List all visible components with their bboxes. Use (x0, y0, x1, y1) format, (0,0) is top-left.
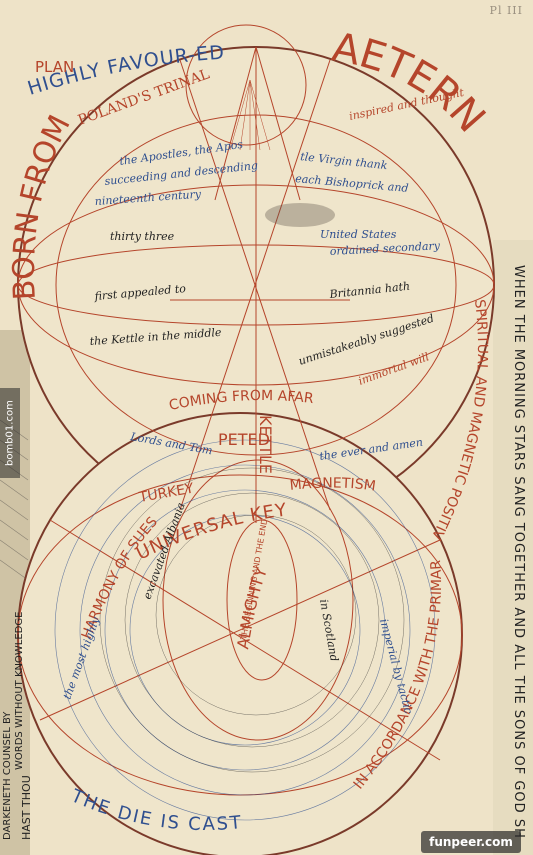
plate-number: Pl III (489, 4, 523, 17)
upper-red-lines (17, 24, 495, 523)
darkeneth-label: DARKENETH COUNSEL BY (2, 711, 13, 840)
watermark-bottom: funpeer.com (421, 831, 521, 853)
words-label: WORDS WITHOUT KNOWLEDGE (14, 612, 25, 770)
watermark-left: bomb01.com (0, 388, 20, 478)
script-line: United States (320, 228, 397, 241)
peted-label: PETED (218, 430, 270, 449)
script-line: ordained secondary (329, 239, 441, 258)
kettle-label: KETTLE (256, 415, 275, 474)
lower-black-rings (99, 467, 405, 773)
script-line: thirty three (110, 230, 175, 243)
ink-smudge (265, 203, 335, 227)
right-border-band (493, 240, 533, 855)
plan-label: PLAN (35, 58, 74, 76)
lower-blue-rings (54, 439, 436, 821)
top-rays (229, 79, 271, 151)
hast-thou-label: HAST THOU (20, 775, 33, 840)
